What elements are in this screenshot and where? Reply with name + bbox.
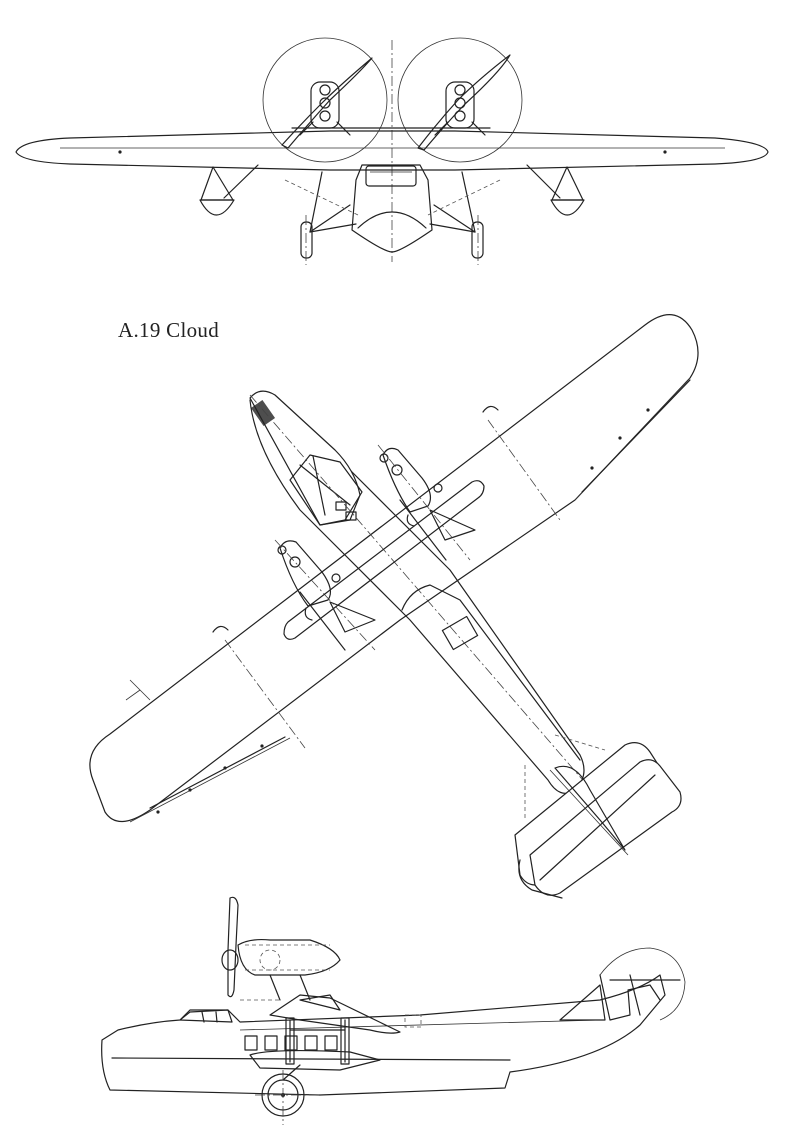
- aircraft-title: A.19 Cloud: [118, 318, 220, 342]
- side-view: [101, 896, 686, 1125]
- plan-view: [89, 314, 699, 899]
- front-view: [15, 37, 769, 265]
